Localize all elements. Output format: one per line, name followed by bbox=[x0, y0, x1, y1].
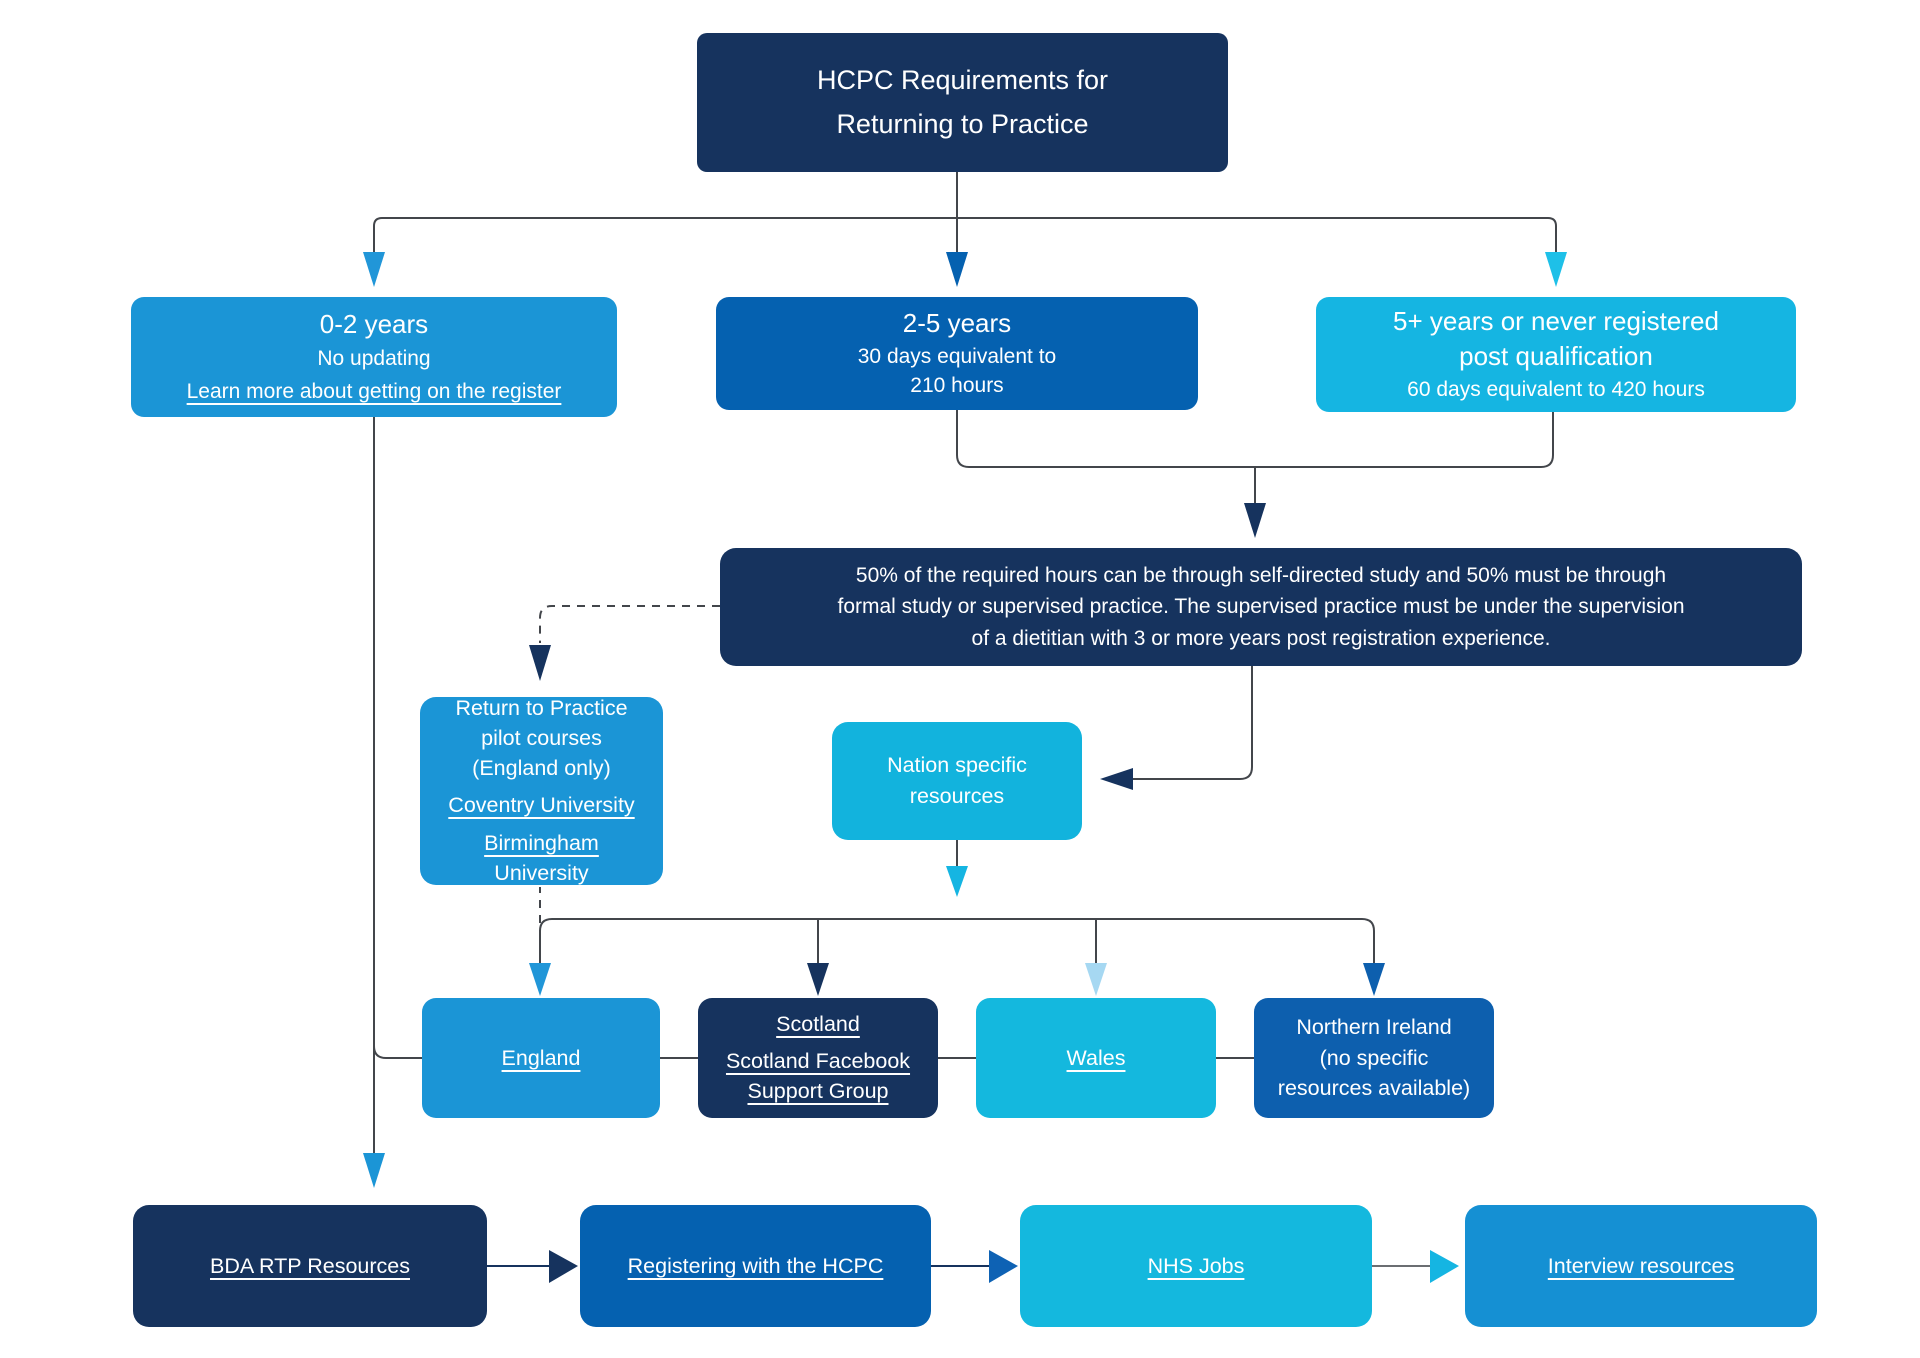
title-box: HCPC Requirements for Returning to Pract… bbox=[697, 33, 1228, 172]
birmingham-university-link[interactable]: Birmingham University bbox=[484, 830, 599, 886]
box-5-plus-years: 5+ years or never registered post qualif… bbox=[1316, 297, 1796, 412]
box-interview-resources: Interview resources bbox=[1465, 1205, 1817, 1327]
nhs-jobs-link[interactable]: NHS Jobs bbox=[1147, 1253, 1245, 1278]
arrowhead-wales bbox=[1085, 963, 1107, 996]
scotland-link[interactable]: Scotland bbox=[776, 1012, 860, 1037]
arrowhead-0-2-years bbox=[363, 252, 385, 287]
england-link[interactable]: England bbox=[501, 1045, 581, 1070]
arrowhead-scotland bbox=[807, 963, 829, 996]
box-registering-hcpc: Registering with the HCPC bbox=[580, 1205, 931, 1327]
connector-nation-fan-rail bbox=[539, 918, 1375, 963]
connector-title-rail-left bbox=[373, 217, 957, 252]
box-wales: Wales bbox=[976, 998, 1216, 1118]
connector-merge-rail bbox=[956, 410, 1554, 468]
arrowhead-northern-ireland bbox=[1363, 963, 1385, 996]
arrowhead-5-plus-years bbox=[1545, 252, 1567, 287]
connector-requirements-to-nation bbox=[1133, 666, 1253, 780]
interview-resources-link[interactable]: Interview resources bbox=[1547, 1253, 1735, 1278]
box-scotland: Scotland Scotland Facebook Support Group bbox=[698, 998, 938, 1118]
connector-pilot-dashed bbox=[539, 605, 720, 643]
arrowhead-england bbox=[529, 963, 551, 996]
connector-title-rail-right bbox=[957, 217, 1557, 252]
arrowhead-requirements bbox=[1244, 503, 1266, 538]
box-0-2-years-note: No updating bbox=[317, 346, 431, 370]
arrowhead-nhs-jobs bbox=[989, 1250, 1018, 1283]
arrowhead-2-5-years bbox=[946, 252, 968, 287]
box-0-2-years: 0-2 years No updating Learn more about g… bbox=[131, 297, 617, 417]
box-5-plus-years-note: 60 days equivalent to 420 hours bbox=[1407, 377, 1705, 401]
arrowhead-interview-resources bbox=[1430, 1250, 1459, 1283]
wales-link[interactable]: Wales bbox=[1066, 1045, 1126, 1070]
scotland-facebook-group-link[interactable]: Scotland Facebook Support Group bbox=[725, 1048, 911, 1104]
arrowhead-registering-hcpc bbox=[549, 1250, 578, 1283]
box-nhs-jobs: NHS Jobs bbox=[1020, 1205, 1372, 1327]
arrowhead-pilot-courses bbox=[529, 645, 551, 681]
box-0-2-years-heading: 0-2 years bbox=[319, 309, 429, 340]
connector-england-branch bbox=[373, 1045, 422, 1059]
box-2-5-years: 2-5 years 30 days equivalent to 210 hour… bbox=[716, 297, 1198, 410]
arrowhead-nation-fan bbox=[946, 866, 968, 897]
box-2-5-years-note: 30 days equivalent to 210 hours bbox=[857, 345, 1057, 398]
box-2-5-years-heading: 2-5 years bbox=[902, 307, 1012, 338]
box-northern-ireland: Northern Ireland (no specific resources … bbox=[1254, 998, 1494, 1118]
coventry-university-link[interactable]: Coventry University bbox=[448, 793, 635, 818]
box-bda-rtp-resources: BDA RTP Resources bbox=[133, 1205, 487, 1327]
requirements-note-box: 50% of the required hours can be through… bbox=[720, 548, 1802, 666]
nation-resources-box: Nation specific resources bbox=[832, 722, 1082, 840]
pilot-courses-heading: Return to Practice pilot courses (Englan… bbox=[455, 696, 628, 781]
arrowhead-nation-resources bbox=[1100, 768, 1133, 790]
box-5-plus-years-heading: 5+ years or never registered post qualif… bbox=[1393, 306, 1719, 371]
registering-hcpc-link[interactable]: Registering with the HCPC bbox=[627, 1253, 884, 1278]
bda-rtp-resources-link[interactable]: BDA RTP Resources bbox=[210, 1253, 410, 1278]
getting-on-register-link[interactable]: Learn more about getting on the register bbox=[186, 379, 562, 403]
box-england: England bbox=[422, 998, 660, 1118]
arrowhead-bda-resources bbox=[363, 1153, 385, 1188]
pilot-courses-box: Return to Practice pilot courses (Englan… bbox=[420, 696, 663, 885]
